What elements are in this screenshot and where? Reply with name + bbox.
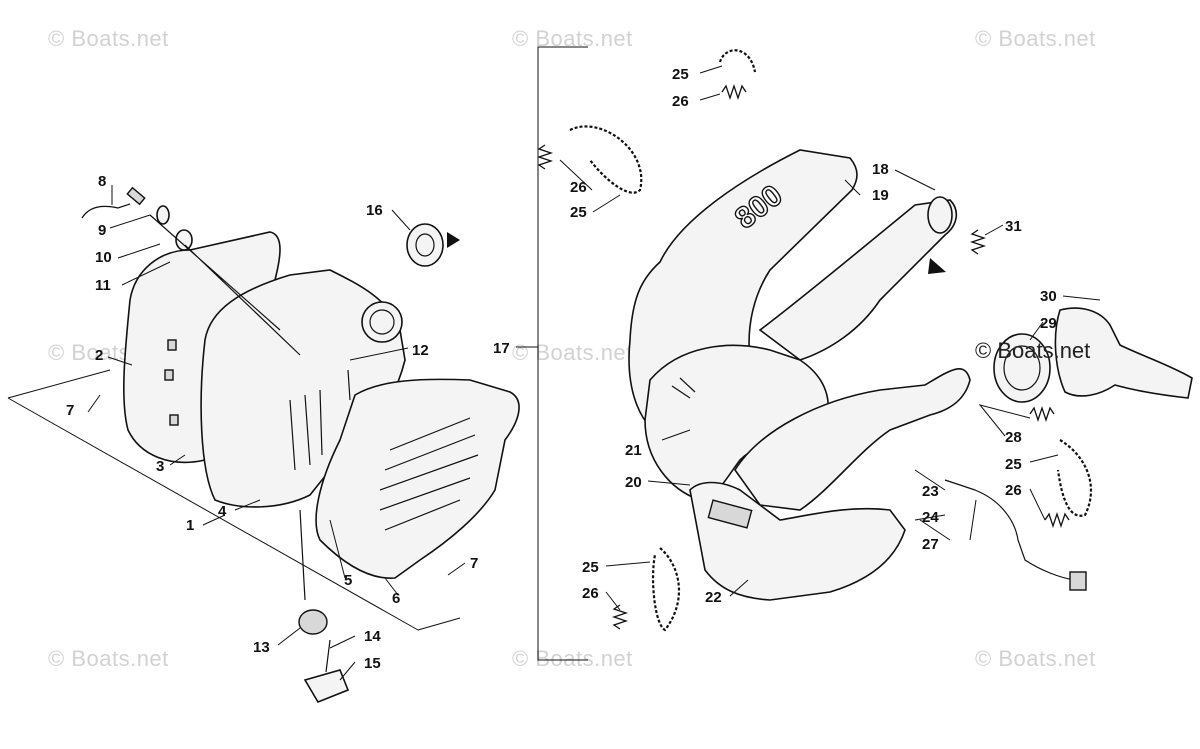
callout-25-bottom: 25 [582,559,599,576]
assembly-baseline-left [7,369,461,631]
spring-bottom [611,604,629,630]
callout-25-right: 25 [1005,456,1022,473]
callout-13: 13 [253,639,270,656]
callout-16: 16 [366,202,383,219]
callout-3: 3 [156,458,164,475]
watermark-bottom-center: © Boats.net [512,646,633,671]
mounting-bracket [303,669,350,703]
watermark-inline-manifold: © Boats.net [975,338,1090,363]
exhaust-manifold [1054,307,1193,399]
callout-26-top: 26 [672,93,689,110]
sensor-connector [1069,571,1087,591]
callout-5: 5 [344,572,352,589]
callout-9: 9 [98,222,106,239]
muffler-rib-lines [289,369,351,471]
grommet-small [175,229,193,251]
spring-28 [1029,405,1055,423]
callout-23: 23 [922,483,939,500]
callout-2: 2 [95,347,103,364]
manifold-gasket [993,333,1051,403]
callout-4: 4 [218,503,227,520]
clamp-chain-top [718,49,757,73]
head-pipe-mark [671,377,696,399]
callout-18: 18 [872,161,889,178]
callout-30: 30 [1040,288,1057,305]
callout-29: 29 [1040,315,1057,332]
callout-11: 11 [95,277,111,294]
clamp-chain-bottom [651,547,681,632]
callout-25-top: 25 [672,66,689,83]
watermark-top-right: © Boats.net [975,26,1096,51]
tailpipe [758,199,958,361]
heat-shield-slots [164,339,179,426]
assembly-bracket-17 [516,46,588,661]
callout-19: 19 [872,187,889,204]
callout-26-left: 26 [570,179,587,196]
callout-24: 24 [922,509,939,526]
watermark-top-left: © Boats.net [48,26,169,51]
callout-10: 10 [95,249,112,266]
watermark-mid-center: © Boats.net [512,340,633,365]
direction-arrow-16 [447,232,460,248]
tailpipe-outlet [927,196,953,234]
callout-26-bottom: 26 [582,585,599,602]
spring-31 [969,229,987,255]
callout-27: 27 [922,536,939,553]
washer [156,205,170,225]
callout-22: 22 [705,589,722,606]
heat-shield-front [315,378,520,579]
callout-28: 28 [1005,429,1022,446]
clamp-chain-left [569,125,643,194]
callout-7-left: 7 [66,402,74,419]
spring-right [1044,511,1070,529]
callout-12: 12 [412,342,429,359]
callout-15: 15 [364,655,381,672]
callout-6: 6 [392,590,400,607]
callout-26-right: 26 [1005,482,1022,499]
hair-pin [81,203,131,219]
exhaust-sensor-wire [944,479,1076,581]
spring-top [721,83,747,101]
callout-31: 31 [1005,218,1022,235]
left-assembly: 8 9 10 11 2 7 3 4 1 5 6 7 12 13 14 15 16 [7,173,520,703]
callout-20: 20 [625,474,642,491]
lower-shield-cutout [707,499,753,529]
callout-21: 21 [625,442,642,459]
bolt [126,186,146,206]
right-assembly: 17 800 [493,46,1193,661]
callout-1: 1 [186,517,194,534]
clamp-chain-right [1056,439,1093,517]
muffler-outlet [361,301,403,343]
callout-14: 14 [364,628,381,645]
callout-25-left: 25 [570,204,587,221]
front-cover-vents [379,417,479,531]
watermark-bottom-left: © Boats.net [48,646,169,671]
callout-17: 17 [493,340,510,357]
direction-arrow-31 [928,258,946,274]
spring-left [536,144,554,170]
y-pipe [734,368,971,511]
seal-ring [406,223,444,267]
callout-8: 8 [98,173,106,190]
rubber-grommet [298,609,328,635]
callout-7-right: 7 [470,555,478,572]
watermark-bottom-right: © Boats.net [975,646,1096,671]
